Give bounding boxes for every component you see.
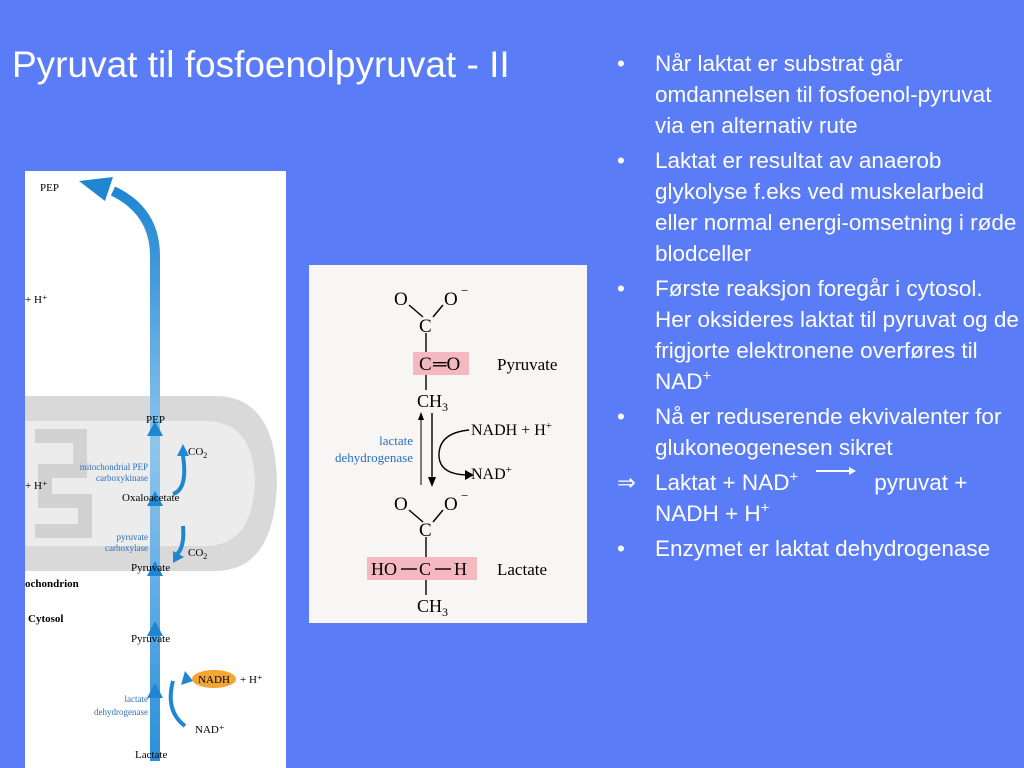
bullet-item: • Første reaksjon foregår i cytosol. Her… [615,273,1020,397]
pep-top-label: PEP [40,182,59,194]
atom-ho: HO [371,559,397,579]
enzyme-label-ldh: dehydrogenase [335,450,413,465]
bullet-marker: • [617,276,625,301]
arrow-head-top [79,177,113,201]
lactate-label: Lactate [497,560,547,579]
enzyme-label-pepck: carboxykinase [96,473,148,483]
bullet-text: Når laktat er substrat går omdannelsen t… [655,51,992,138]
atom-o-minus: O [444,494,458,515]
reaction-diagram: O O − C C ═O Pyruvate CH3 NADH + H+ lact… [335,283,557,619]
pathway-diagram: PEP + H⁺ + H⁺ PEP CO2 mitochondrial PEP … [25,177,277,761]
right-arrow-icon [816,467,857,475]
atom-eq-o: ═O [432,354,460,375]
slide-title: Pyruvat til fosfoenolpyruvat - II [12,44,510,85]
enzyme-label-pc: carboxylase [105,543,148,553]
atom-c-keto: C [419,354,432,375]
mitochondrion-label: ochondrion [25,578,79,590]
lactate-highlight [367,557,477,580]
enzyme-label-ldh: lactate [125,694,148,704]
atom-c: C [419,316,432,337]
bullet-item: • Nå er reduserende ekvivalenter for glu… [615,401,1020,463]
pyruvate-highlight [413,352,469,375]
pep-mito-label: PEP [146,414,165,426]
charge-minus: − [461,283,468,298]
equation-left: Laktat + NAD [655,470,790,495]
enzyme-label-pc: pyruvate [117,532,149,542]
bullet-text: Laktat er resultat av anaerob glykolyse … [655,148,1017,266]
enzyme-label-pepck: mitochondrial PEP [80,462,148,472]
h-plus-label: + H⁺ [25,480,48,492]
pathway-main-arrow [110,186,160,761]
bullet-text: Første reaksjon foregår i cytosol. Her o… [655,276,1019,394]
oxaloacetate-label: Oxaloacetate [122,492,180,504]
bullet-text: Enzymet er laktat dehydrogenase [655,536,991,561]
atom-o-minus: O [444,289,458,310]
bullet-text: Nå er reduserende ekvivalenter for gluko… [655,404,1002,460]
lactate-label: Lactate [135,749,167,761]
bullet-list: • Når laktat er substrat går omdannelsen… [615,48,1020,568]
equation-left-sup: + [789,468,799,486]
enzyme-label-ldh: lactate [379,433,413,448]
bullet-marker: • [617,148,625,173]
bullet-item: • Laktat er resultat av anaerob glykolys… [615,145,1020,269]
equation-right: pyruvat + NADH + H [655,470,968,526]
pyruvate-cyto-label: Pyruvate [131,633,170,645]
nad-label: NAD+ [471,464,512,483]
atom-h: H [454,559,467,579]
nad-plus-label: NAD⁺ [195,724,225,736]
bullet-marker: • [617,536,625,561]
co2-label: CO2 [188,446,207,460]
atom-o: O [394,289,408,310]
pyruvate-label: Pyruvate [497,355,557,374]
pathway-figure: PEP + H⁺ + H⁺ PEP CO2 mitochondrial PEP … [25,171,286,768]
charge-minus: − [461,488,468,503]
nadh-highlight [192,670,236,688]
bullet-item-equation: ⇒ Laktat + NAD+pyruvat + NADH + H+ [615,467,1020,529]
pyruvate-mito-label: Pyruvate [131,562,170,574]
h-plus-label: + H⁺ [25,294,48,306]
bullet-item: • Når laktat er substrat går omdannelsen… [615,48,1020,141]
equation-right-sup: + [760,499,770,517]
nadh-h-label: NADH + H+ [471,420,552,439]
atom-o: O [394,494,408,515]
co2-label: CO2 [188,547,207,561]
nadh-label: NADH [198,674,230,686]
methyl-group: CH3 [417,596,448,619]
cytosol-label: Cytosol [28,613,63,625]
nadh-h-label: + H⁺ [240,674,263,686]
implies-marker: ⇒ [617,470,636,495]
bullet-item: • Enzymet er laktat dehydrogenase [615,533,1020,564]
atom-c: C [419,520,432,541]
atom-c-mid: C [419,559,431,579]
methyl-group: CH3 [417,391,448,414]
reaction-figure: O O − C C ═O Pyruvate CH3 NADH + H+ lact… [309,265,587,623]
bullet-marker: • [617,404,625,429]
enzyme-label-ldh: dehydrogenase [94,707,148,717]
bullet-marker: • [617,51,625,76]
bullet-superscript: + [702,367,712,385]
